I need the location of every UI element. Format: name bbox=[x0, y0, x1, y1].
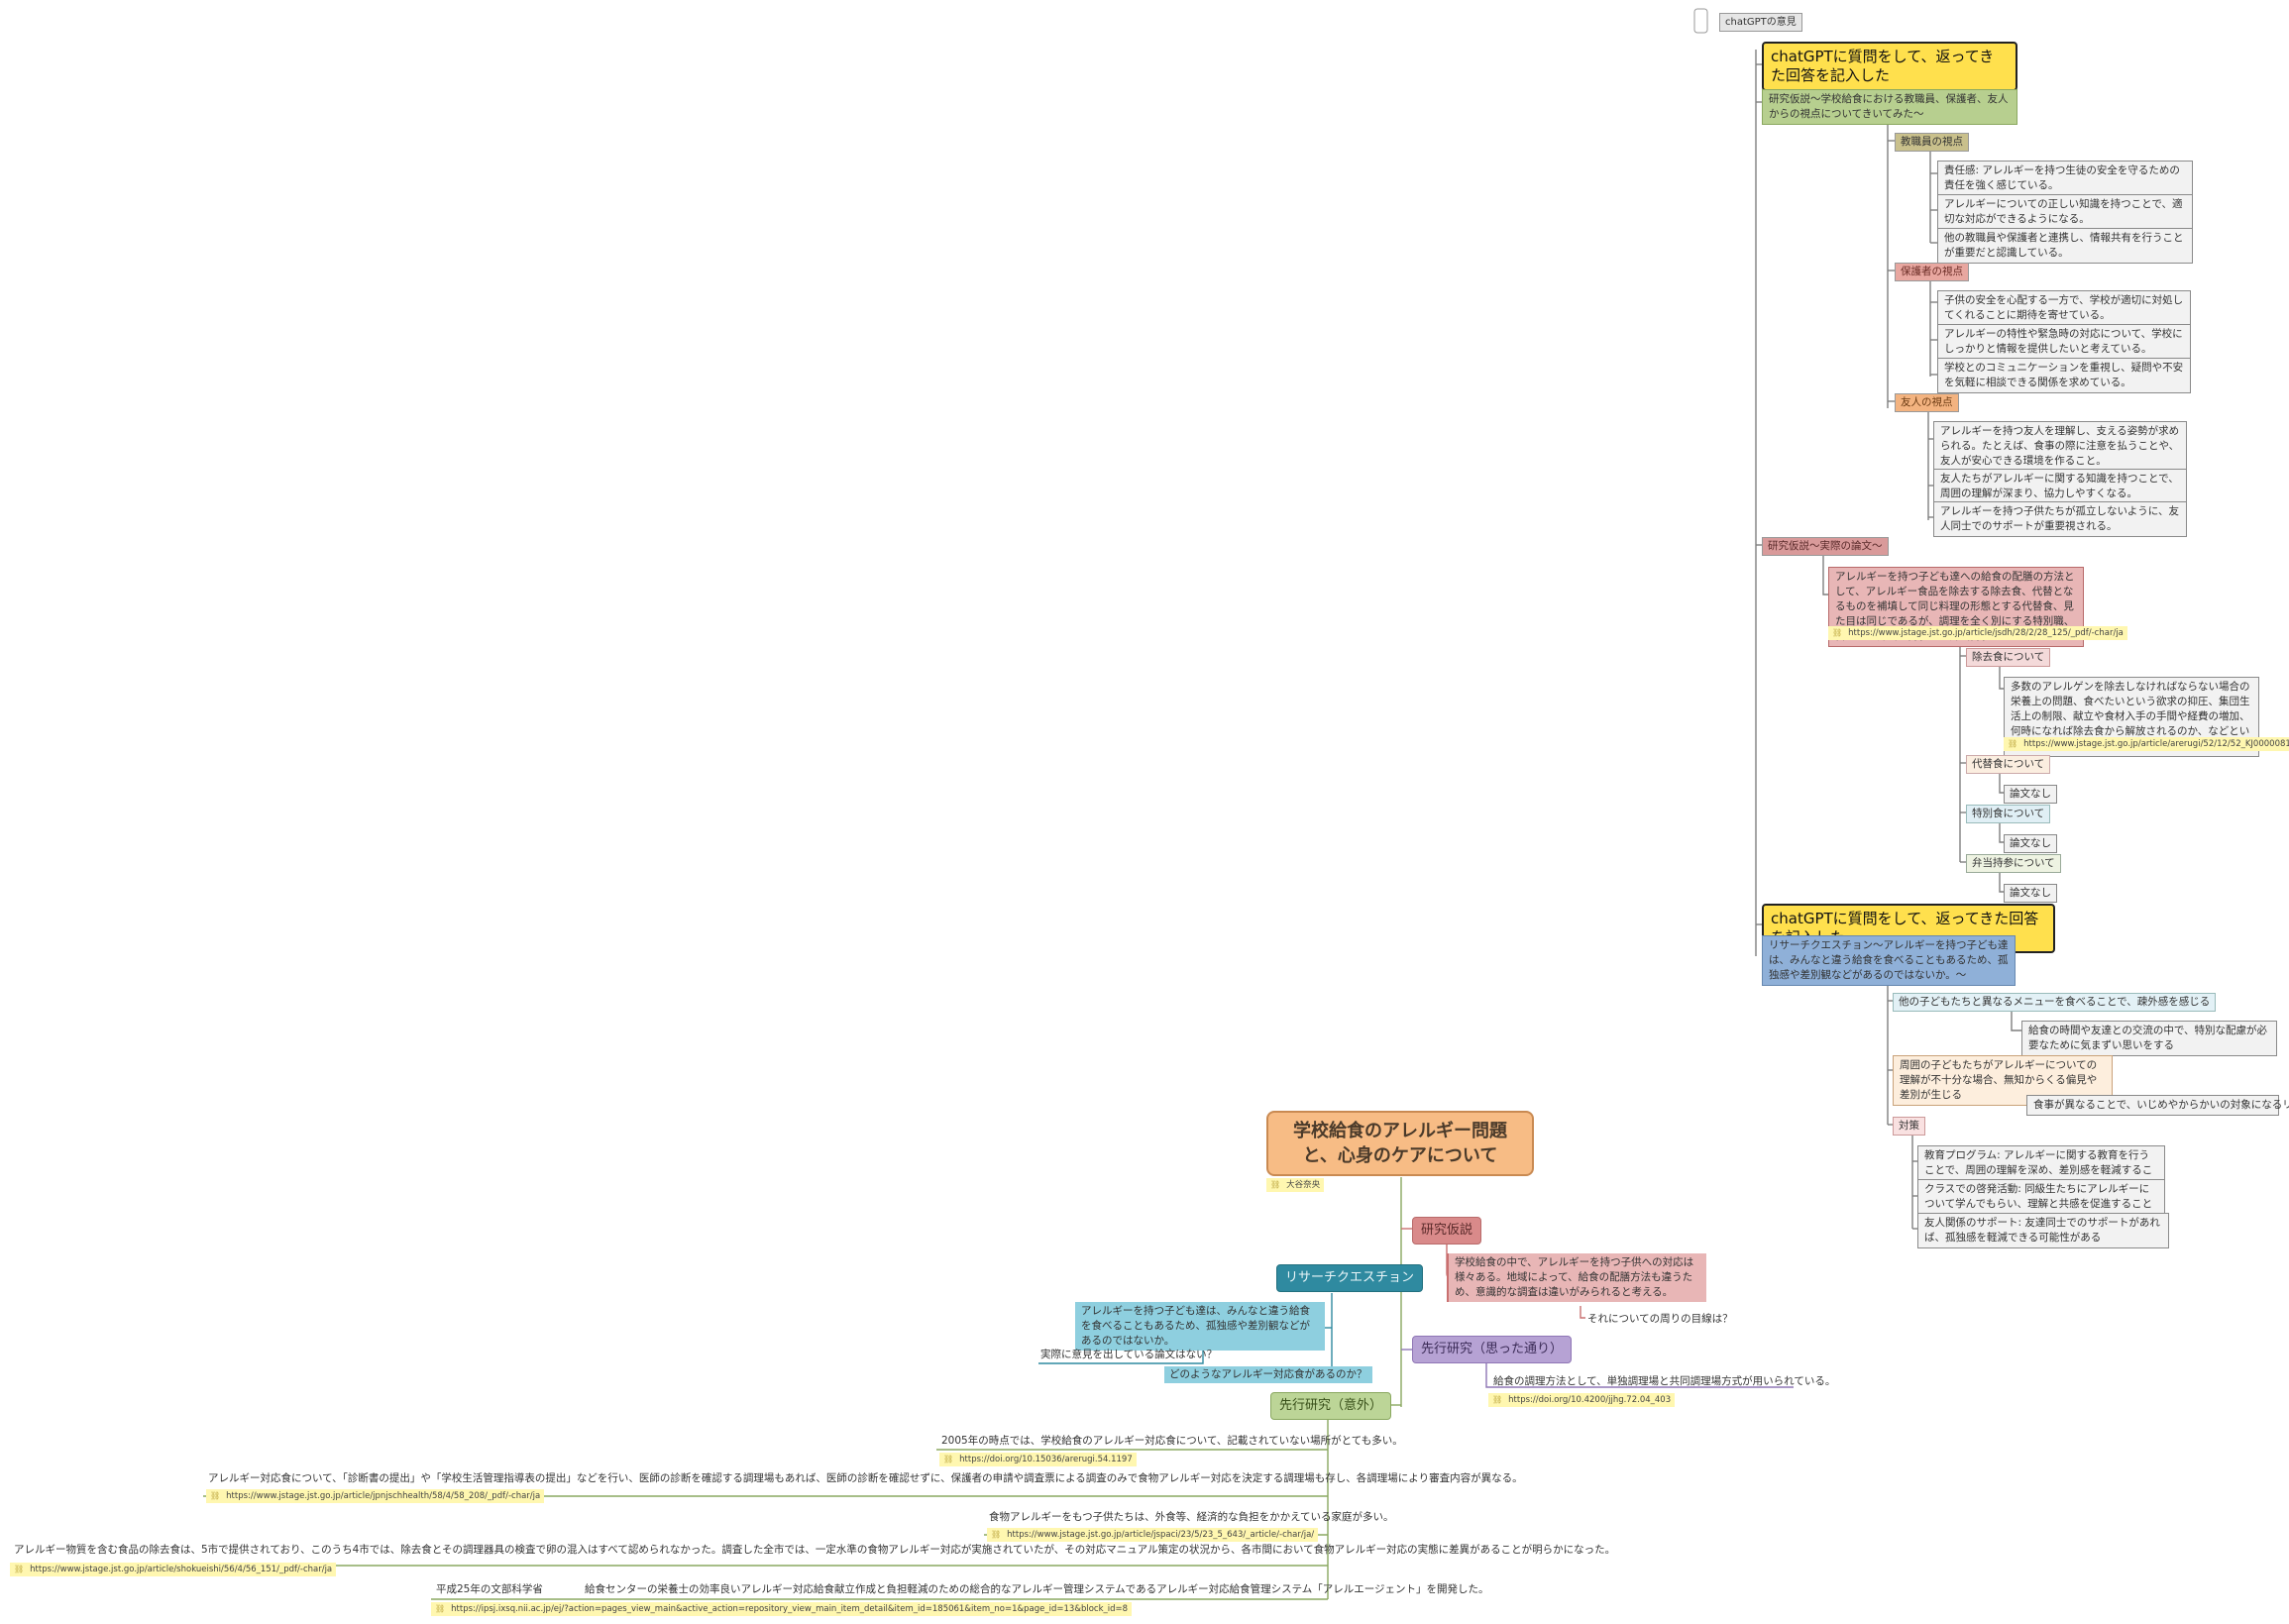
parent-view-node[interactable]: 保護者の視点 bbox=[1895, 263, 1969, 281]
prior-unexpected-item-3[interactable]: 食物アレルギーをもつ子供たちは、外食等、経済的な負担をかかえている家庭が多い。 bbox=[989, 1511, 1394, 1523]
research-question-q1[interactable]: 実際に意見を出している論文はない？ bbox=[1040, 1349, 1218, 1360]
chatgpt-opinion-node[interactable]: chatGPTの意見 bbox=[1719, 13, 1802, 32]
prejudice-text[interactable]: 食事が異なることで、いじめやからかいの対象になるリスクがある bbox=[2026, 1095, 2289, 1116]
prior-unexpected-item-1[interactable]: 2005年の時点では、学校給食のアレルギー対応食について、記載されていない場所が… bbox=[941, 1435, 1403, 1447]
exclusion-node[interactable]: 他の子どもたちと異なるメニューを食べることで、疎外感を感じる bbox=[1893, 993, 2217, 1012]
prior-unexpected-link-2[interactable]: https://www.jstage.jst.go.jp/article/jpn… bbox=[206, 1489, 545, 1503]
friend-view-item-1[interactable]: アレルギーを持つ友人を理解し、支える姿勢が求められる。たとえば、食事の際に注意を… bbox=[1933, 421, 2187, 472]
prior-unexpected-item-4[interactable]: アレルギー物質を含む食品の除去食は、5市で提供されており、このうち4市では、除去… bbox=[14, 1544, 1616, 1556]
gpt-section-1-header[interactable]: chatGPTに質問をして、返ってきた回答を記入した bbox=[1762, 42, 2017, 91]
parent-view-item-2[interactable]: アレルギーの特性や緊急時の対応について、学校にしっかりと情報を提供したいと考えて… bbox=[1937, 324, 2191, 360]
prior-unexpected-link-1[interactable]: https://doi.org/10.15036/arerugi.54.1197 bbox=[939, 1453, 1137, 1466]
collapse-handle[interactable] bbox=[1693, 8, 1708, 34]
special-diet-note[interactable]: 論文なし bbox=[2004, 834, 2057, 853]
teacher-view-item-1[interactable]: 責任感: アレルギーを持つ生徒の安全を守るための責任を強く感じている。 bbox=[1937, 161, 2193, 196]
prior-unexpected-item-2[interactable]: アレルギー対応食について、「診断書の提出」や「学校生活管理指導表の提出」などを行… bbox=[208, 1472, 1523, 1484]
teacher-view-item-3[interactable]: 他の教職員や保護者と連携し、情報共有を行うことが重要だと認識している。 bbox=[1937, 228, 2193, 264]
bento-node[interactable]: 弁当持参について bbox=[1966, 854, 2061, 873]
removal-diet-node[interactable]: 除去食について bbox=[1966, 648, 2051, 667]
measures-item-3[interactable]: 友人関係のサポート: 友達同士でのサポートがあれば、孤独感を軽減できる可能性があ… bbox=[1917, 1213, 2169, 1248]
gpt-section-1-hypothesis[interactable]: 研究仮説〜学校給食における教職員、保護者、友人からの視点についてきいてみた〜 bbox=[1762, 89, 2017, 125]
teacher-view-item-2[interactable]: アレルギーについての正しい知識を持つことで、適切な対応ができるようになる。 bbox=[1937, 194, 2193, 230]
research-question-node[interactable]: リサーチクエスチョン bbox=[1276, 1264, 1424, 1292]
prior-unexpected-node[interactable]: 先行研究（意外） bbox=[1270, 1392, 1392, 1420]
prior-expected-text[interactable]: 給食の調理方法として、単独調理場と共同調理場方式が用いられている。 bbox=[1493, 1375, 1836, 1387]
measures-node[interactable]: 対策 bbox=[1893, 1117, 1925, 1136]
gpt-section-1-paper-node[interactable]: 研究仮説〜実際の論文〜 bbox=[1762, 537, 1889, 556]
gpt-section-2-rq[interactable]: リサーチクエスチョン〜アレルギーを持つ子ども達は、みんなと違う給食を食べることも… bbox=[1762, 935, 2016, 986]
exclusion-text[interactable]: 給食の時間や友達との交流の中で、特別な配慮が必要なために気まずい思いをする bbox=[2021, 1021, 2277, 1056]
parent-view-item-3[interactable]: 学校とのコミュニケーションを重視し、疑問や不安を気軽に相談できる関係を求めている… bbox=[1937, 358, 2191, 393]
substitute-diet-note[interactable]: 論文なし bbox=[2004, 785, 2057, 804]
prior-unexpected-item-5-prefix[interactable]: 平成25年の文部科学省 bbox=[436, 1583, 543, 1595]
parent-view-item-1[interactable]: 子供の安全を心配する一方で、学校が適切に対処してくれることに期待を寄せている。 bbox=[1937, 290, 2191, 326]
removal-diet-link[interactable]: https://www.jstage.jst.go.jp/article/are… bbox=[2004, 737, 2289, 751]
root-topic[interactable]: 学校給食のアレルギー問題と、心身のケアについて bbox=[1266, 1111, 1534, 1176]
special-diet-node[interactable]: 特別食について bbox=[1966, 805, 2051, 823]
bento-note[interactable]: 論文なし bbox=[2004, 884, 2057, 903]
research-question-q2[interactable]: どのようなアレルギー対応食があるのか？ bbox=[1164, 1366, 1372, 1383]
prejudice-node[interactable]: 周囲の子どもたちがアレルギーについての理解が不十分な場合、無知からくる偏見や差別… bbox=[1893, 1055, 2113, 1106]
friend-view-node[interactable]: 友人の視点 bbox=[1895, 393, 1959, 412]
friend-view-item-3[interactable]: アレルギーを持つ子供たちが孤立しないように、友人同士でのサポートが重要視される。 bbox=[1933, 501, 2187, 537]
prior-expected-node[interactable]: 先行研究（思った通り） bbox=[1412, 1336, 1573, 1363]
prior-unexpected-link-4[interactable]: https://www.jstage.jst.go.jp/article/sho… bbox=[10, 1563, 337, 1576]
friend-view-item-2[interactable]: 友人たちがアレルギーに関する知識を持つことで、周囲の理解が深まり、協力しやすくな… bbox=[1933, 469, 2187, 504]
hypothesis-node[interactable]: 研究仮説 bbox=[1412, 1217, 1482, 1245]
prior-unexpected-link-3[interactable]: https://www.jstage.jst.go.jp/article/jsp… bbox=[987, 1528, 1319, 1542]
substitute-diet-node[interactable]: 代替食について bbox=[1966, 755, 2051, 774]
paper-summary-link[interactable]: https://www.jstage.jst.go.jp/article/jsd… bbox=[1828, 626, 2127, 640]
research-question-text[interactable]: アレルギーを持つ子ども達は、みんなと違う給食を食べることもあるため、孤独感や差別… bbox=[1075, 1302, 1325, 1351]
hypothesis-text[interactable]: 学校給食の中で、アレルギーを持つ子供への対応は様々ある。地域によって、給食の配膳… bbox=[1447, 1253, 1706, 1302]
teacher-view-node[interactable]: 教職員の視点 bbox=[1895, 133, 1969, 152]
prior-expected-link[interactable]: https://doi.org/10.4200/jjhg.72.04_403 bbox=[1488, 1393, 1676, 1407]
root-author-label: 大谷奈央 bbox=[1266, 1178, 1325, 1192]
prior-unexpected-item-5[interactable]: 給食センターの栄養士の効率良いアレルギー対応給食献立作成と負担軽減のための総合的… bbox=[585, 1583, 1489, 1595]
prior-unexpected-link-5[interactable]: https://ipsj.ixsq.nii.ac.jp/ej/?action=p… bbox=[431, 1602, 1133, 1616]
hypothesis-subquestion[interactable]: それについての周りの目線は？ bbox=[1587, 1313, 1733, 1325]
